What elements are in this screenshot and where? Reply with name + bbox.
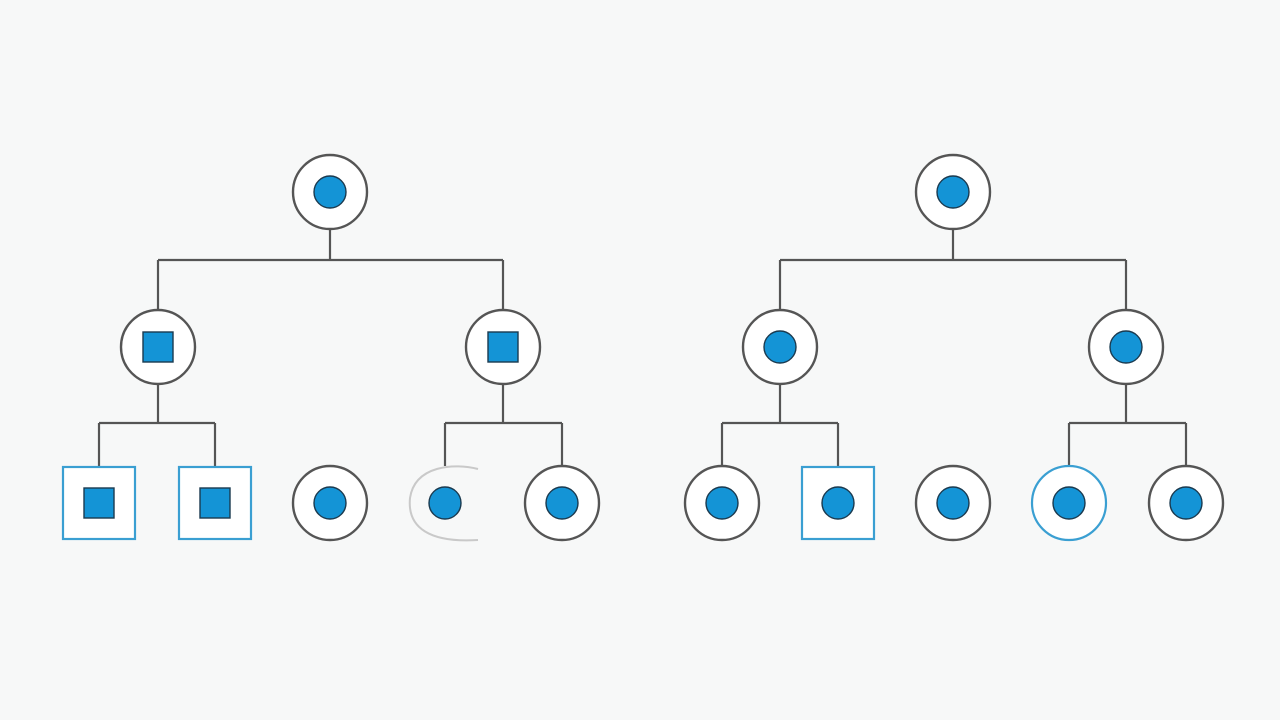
left-tree-node-mid	[291, 464, 369, 542]
inner-square	[199, 487, 231, 519]
inner-circle	[428, 486, 462, 520]
inner-circle	[821, 486, 855, 520]
outer-square	[800, 465, 876, 541]
inner-circle	[1169, 486, 1203, 520]
left-tree-node-b	[464, 308, 542, 386]
inner-circle	[936, 175, 970, 209]
inner-square	[487, 331, 519, 363]
right-tree-node-a	[741, 308, 819, 386]
inner-square	[142, 331, 174, 363]
inner-circle	[936, 486, 970, 520]
left-tree-connectors	[97, 229, 564, 466]
inner-square	[83, 487, 115, 519]
right-tree-connectors	[720, 229, 1188, 466]
right-tree-node-root	[914, 153, 992, 231]
inner-circle	[705, 486, 739, 520]
left-tree-node-b2	[523, 464, 601, 542]
inner-circle	[1052, 486, 1086, 520]
inner-circle	[763, 330, 797, 364]
right-tree-node-b	[1087, 308, 1165, 386]
inner-circle	[545, 486, 579, 520]
left-tree-node-root	[291, 153, 369, 231]
inner-circle	[1109, 330, 1143, 364]
left-tree-node-a2	[177, 465, 253, 541]
inner-circle	[313, 486, 347, 520]
outer-partial-circle	[408, 465, 479, 542]
left-tree-node-a	[119, 308, 197, 386]
outer-square	[61, 465, 137, 541]
left-tree	[61, 153, 601, 542]
right-tree	[683, 153, 1225, 542]
left-tree-node-b1	[408, 465, 479, 542]
right-tree-node-a1	[683, 464, 761, 542]
right-tree-node-mid	[914, 464, 992, 542]
right-tree-node-b1	[1030, 464, 1108, 542]
right-tree-node-a2	[800, 465, 876, 541]
left-tree-node-a1	[61, 465, 137, 541]
inner-circle	[313, 175, 347, 209]
right-tree-node-b2	[1147, 464, 1225, 542]
